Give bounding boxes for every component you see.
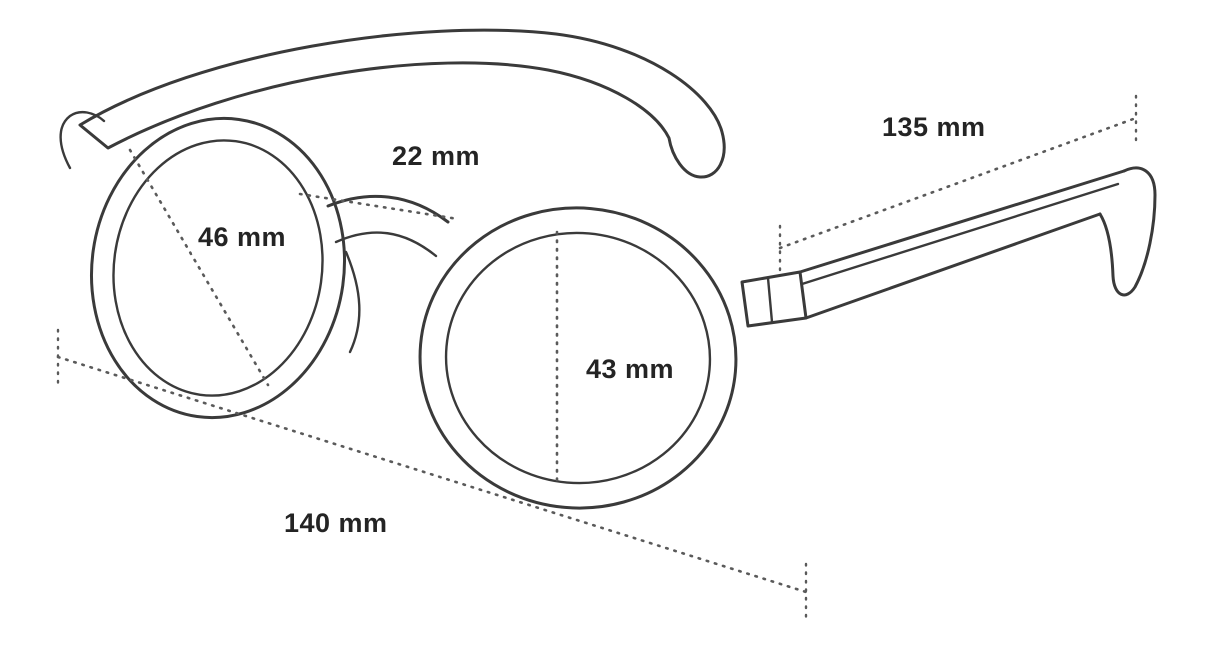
right-lens	[418, 206, 738, 510]
dimension-label-temple-length: 135 mm	[876, 112, 992, 144]
near-temple	[740, 166, 1157, 328]
dimension-label-bridge-width: 22 mm	[386, 141, 487, 173]
dimension-line-bridge-width	[298, 192, 460, 221]
temple-hinge	[740, 270, 808, 328]
far-temple	[78, 28, 726, 179]
nose-pad	[344, 250, 361, 354]
temple-earpiece	[1098, 166, 1157, 297]
dimension-label-lens-height: 43 mm	[580, 354, 681, 386]
dimension-line-frame-width	[56, 328, 808, 622]
left-lens	[59, 110, 347, 420]
dimension-line-lens-width	[128, 148, 270, 387]
left-endpiece	[59, 110, 106, 170]
dimension-label-frame-width: 140 mm	[278, 508, 394, 540]
dimension-label-lens-width: 46 mm	[192, 222, 293, 254]
dimension-line-temple-length	[778, 94, 1138, 274]
bridge	[326, 194, 450, 258]
